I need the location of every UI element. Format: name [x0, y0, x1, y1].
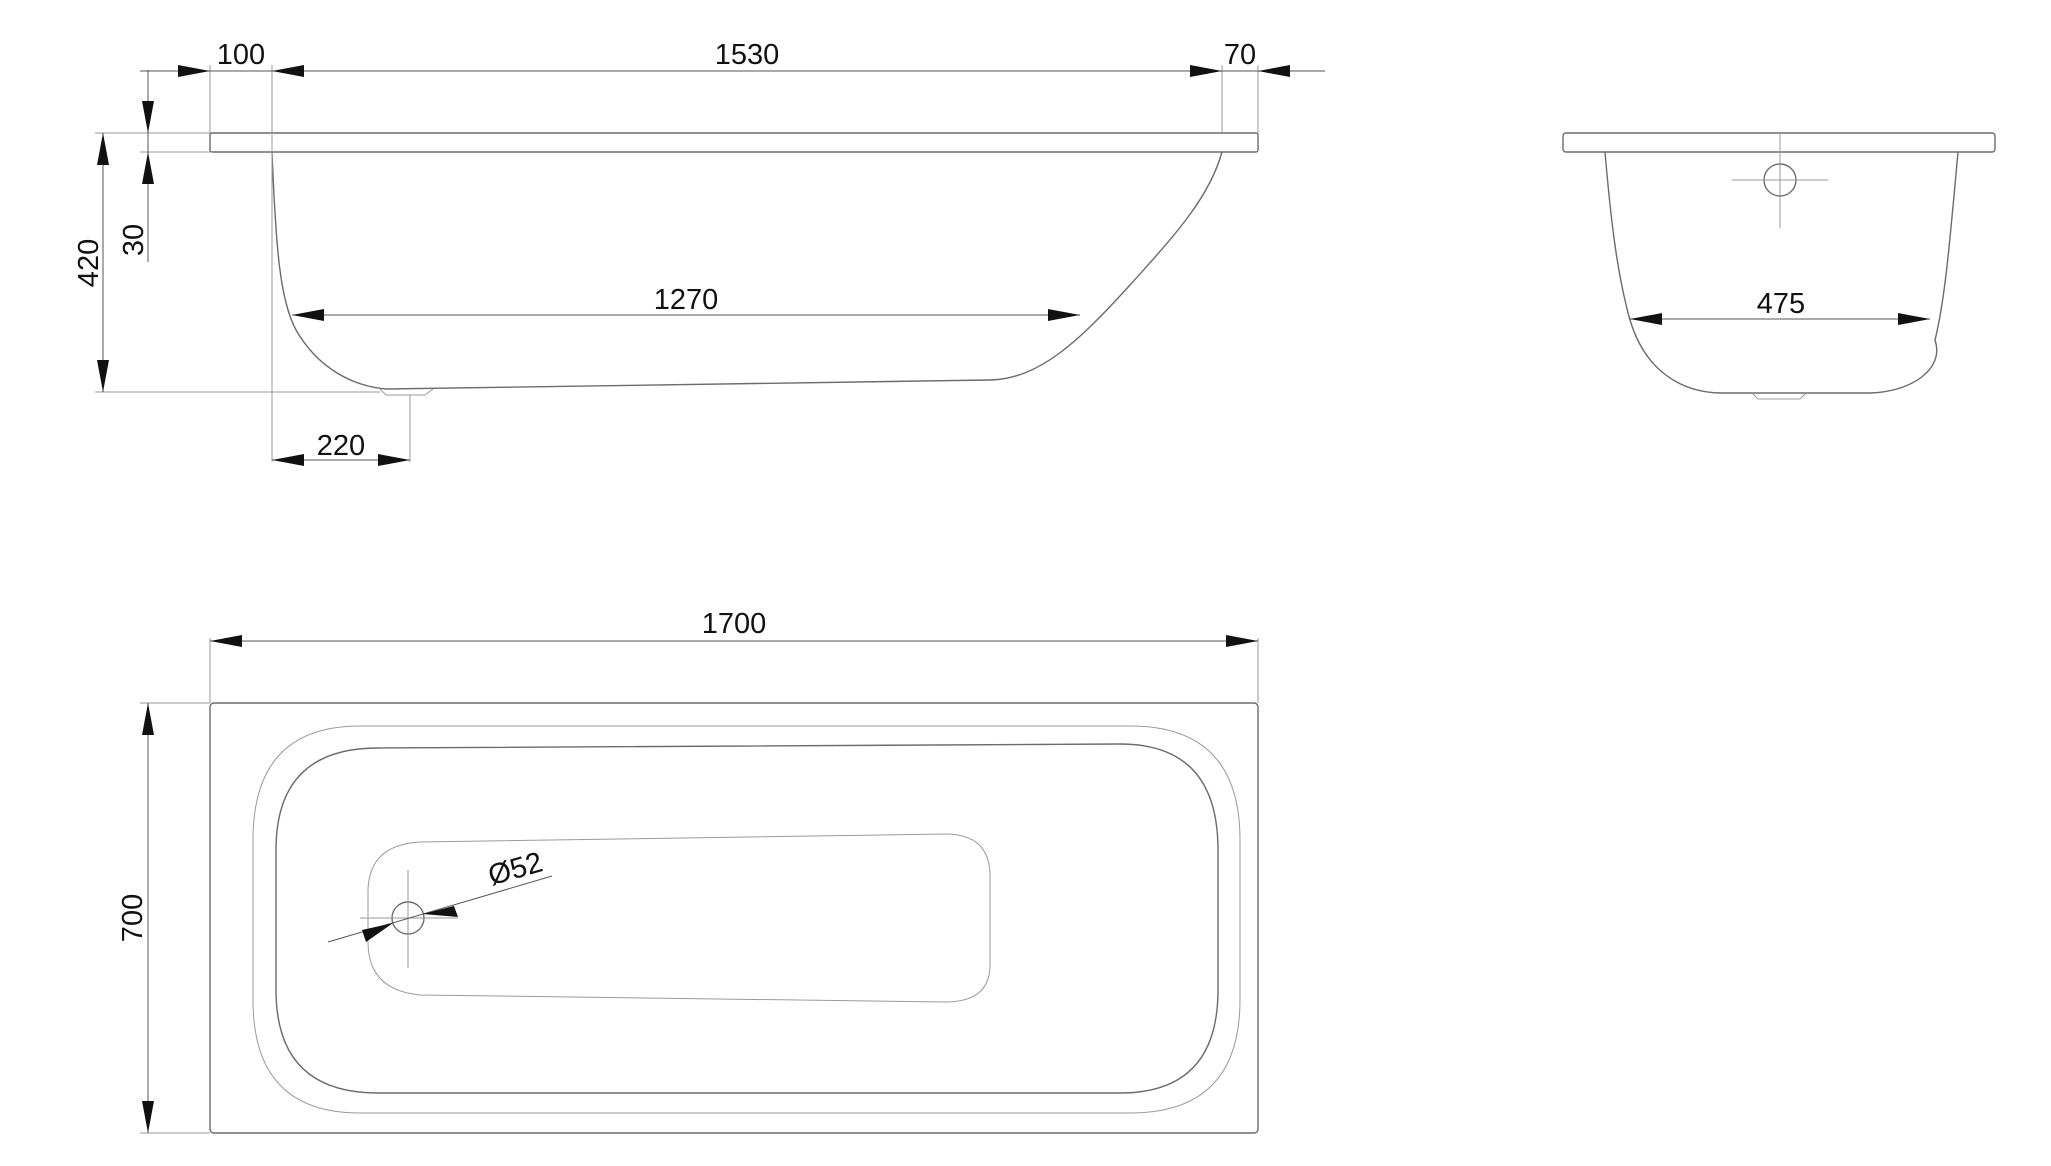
dim-drain-diameter: Ø52	[485, 846, 547, 892]
top-view: Ø52 1700 700	[117, 608, 1259, 1134]
dim-bottom-width: 475	[1757, 288, 1805, 320]
arrow	[292, 309, 324, 321]
arrow	[1048, 309, 1080, 321]
end-view-rim	[1562, 132, 1996, 153]
arrow	[1190, 65, 1222, 77]
arrow	[378, 454, 410, 466]
arrow	[142, 152, 154, 184]
top-view-floor	[367, 833, 991, 1003]
arrow	[142, 703, 154, 735]
arrow	[1258, 65, 1290, 77]
top-view-outline	[209, 702, 1259, 1134]
arrow	[272, 454, 304, 466]
arrow	[423, 906, 458, 917]
arrow	[97, 360, 109, 392]
arrow	[210, 635, 242, 647]
end-view-tub-body	[1604, 151, 1959, 394]
dim-line-drain-diameter	[327, 875, 553, 943]
arrow	[1630, 313, 1662, 325]
side-view-rim	[209, 132, 1259, 153]
arrow	[1898, 313, 1930, 325]
dim-drain-offset: 220	[317, 430, 365, 462]
dim-rim-left: 100	[217, 39, 265, 71]
dim-top-length: 1530	[715, 39, 780, 71]
top-view-outer-bowl	[252, 725, 1241, 1114]
arrow	[178, 65, 210, 77]
arrow	[97, 133, 109, 165]
arrow	[362, 923, 393, 942]
arrow	[1226, 635, 1258, 647]
end-view: 475	[1562, 132, 1996, 400]
side-view-tub-body	[271, 151, 1223, 390]
dim-total-length: 1700	[702, 608, 767, 640]
arrow	[142, 1101, 154, 1133]
top-view-inner-bowl	[275, 743, 1219, 1094]
dim-height: 420	[73, 239, 105, 287]
side-view: 100 1530 70 420 30 1270 220	[73, 39, 1325, 466]
arrow	[142, 101, 154, 133]
dim-total-width: 700	[117, 894, 149, 942]
end-view-feet	[1751, 392, 1807, 400]
dim-rim-thickness: 30	[118, 224, 150, 256]
arrow	[272, 65, 304, 77]
dim-bottom-length: 1270	[654, 284, 719, 316]
dim-rim-right: 70	[1224, 39, 1256, 71]
side-view-feet	[379, 388, 434, 396]
